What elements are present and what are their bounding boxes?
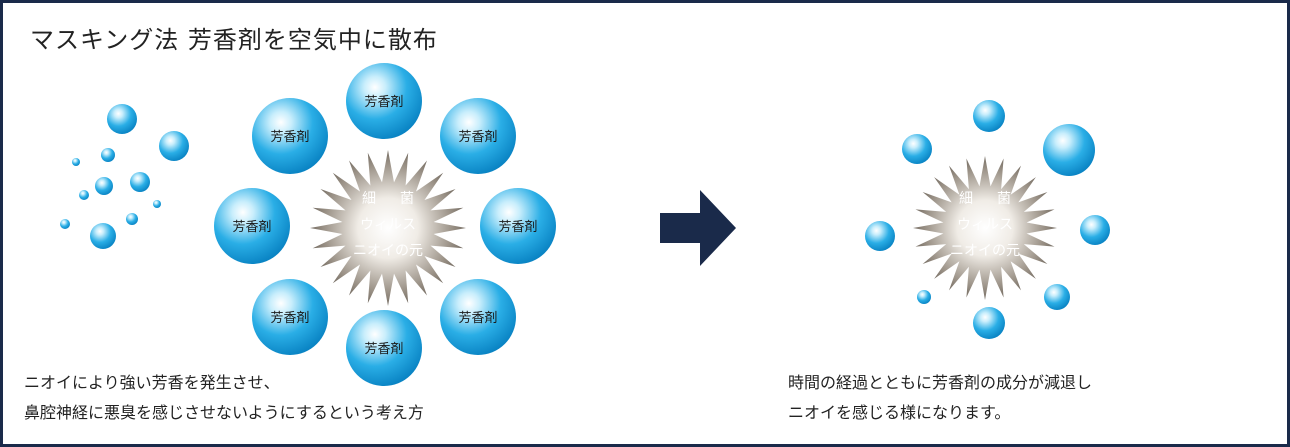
remaining-droplet bbox=[973, 100, 1005, 132]
fragrance-bubble-label: 芳香剤 bbox=[364, 94, 403, 110]
fragrance-bubble-shape bbox=[346, 63, 422, 139]
fragrance-bubble-label: 芳香剤 bbox=[498, 219, 537, 235]
fragrance-bubble-shape bbox=[346, 310, 422, 386]
fragrance-bubble: 芳香剤 bbox=[440, 98, 516, 174]
germ-label-virus: ウィルス bbox=[360, 217, 416, 233]
remaining-droplet bbox=[917, 290, 931, 304]
fragrance-bubble: 芳香剤 bbox=[440, 279, 516, 355]
fragrance-bubble: 芳香剤 bbox=[346, 310, 422, 386]
remaining-droplet bbox=[865, 221, 895, 251]
fragrance-bubble-shape bbox=[480, 188, 556, 264]
spray-droplet bbox=[126, 213, 138, 225]
spray-droplet bbox=[79, 190, 89, 200]
germ-label-odor-source-after: ニオイの元 bbox=[950, 243, 1020, 259]
reduced-fragrance-droplets bbox=[865, 100, 1110, 339]
germ-label-left: 細 菌 ウィルス ニオイの元 bbox=[353, 191, 423, 259]
remaining-droplet bbox=[902, 134, 932, 164]
germ-label-odor-source: ニオイの元 bbox=[353, 243, 423, 259]
fragrance-bubble-shape bbox=[252, 279, 328, 355]
spray-droplet bbox=[130, 172, 150, 192]
caption-after: 時間の経過とともに芳香剤の成分が減退し ニオイを感じる様になります。 bbox=[788, 368, 1092, 428]
remaining-droplet bbox=[973, 307, 1005, 339]
germ-starburst-after bbox=[913, 156, 1057, 300]
spray-droplet bbox=[60, 219, 70, 229]
fragrance-bubble: 芳香剤 bbox=[214, 188, 290, 264]
diagram-title: マスキング法 芳香剤を空気中に散布 bbox=[30, 26, 438, 54]
fragrance-bubble: 芳香剤 bbox=[252, 98, 328, 174]
fragrance-bubble-label: 芳香剤 bbox=[364, 341, 403, 357]
fragrance-bubble: 芳香剤 bbox=[252, 279, 328, 355]
fragrance-bubble-shape bbox=[214, 188, 290, 264]
remaining-droplet bbox=[1080, 215, 1110, 245]
fragrance-bubble-label: 芳香剤 bbox=[270, 129, 309, 145]
fragrance-bubble-label: 芳香剤 bbox=[458, 129, 497, 145]
caption-masking-line-2: 鼻腔神経に悪臭を感じさせないようにするという考え方 bbox=[24, 403, 424, 422]
fragrance-bubble-ring: 芳香剤芳香剤芳香剤芳香剤芳香剤芳香剤芳香剤芳香剤 bbox=[214, 63, 556, 386]
fragrance-bubble-shape bbox=[440, 98, 516, 174]
spray-droplet bbox=[159, 131, 189, 161]
germ-label-right: 細 菌 ウィルス ニオイの元 bbox=[950, 191, 1020, 259]
remaining-droplet bbox=[1043, 124, 1095, 176]
germ-label-virus-after: ウィルス bbox=[957, 217, 1013, 233]
fragrance-bubble: 芳香剤 bbox=[346, 63, 422, 139]
germ-label-bacteria-1: 細 bbox=[362, 191, 376, 207]
caption-after-line-2: ニオイを感じる様になります。 bbox=[788, 403, 1011, 422]
spray-droplet bbox=[95, 177, 113, 195]
right-arrow-icon bbox=[660, 190, 736, 266]
caption-masking: ニオイにより強い芳香を発生させ、 鼻腔神経に悪臭を感じさせないようにするという考… bbox=[24, 368, 424, 428]
remaining-droplet bbox=[1044, 284, 1070, 310]
caption-masking-line-1: ニオイにより強い芳香を発生させ、 bbox=[24, 373, 280, 392]
fragrance-bubble-shape bbox=[252, 98, 328, 174]
spray-droplet bbox=[72, 158, 80, 166]
spray-droplet bbox=[107, 104, 137, 134]
spray-droplet bbox=[153, 200, 161, 208]
caption-after-line-1: 時間の経過とともに芳香剤の成分が減退し bbox=[788, 373, 1093, 392]
fragrance-bubble-label: 芳香剤 bbox=[232, 219, 271, 235]
germ-starburst bbox=[310, 150, 466, 306]
germ-label-bacteria-2-after: 菌 bbox=[997, 191, 1011, 207]
fragrance-bubble-label: 芳香剤 bbox=[270, 310, 309, 326]
fragrance-bubble: 芳香剤 bbox=[480, 188, 556, 264]
fragrance-bubble-label: 芳香剤 bbox=[458, 310, 497, 326]
germ-label-bacteria-1-after: 細 bbox=[959, 191, 973, 207]
spray-droplet bbox=[101, 148, 115, 162]
spray-droplet bbox=[90, 223, 116, 249]
germ-label-bacteria-2: 菌 bbox=[400, 191, 414, 207]
spray-droplets bbox=[60, 104, 189, 249]
fragrance-bubble-shape bbox=[440, 279, 516, 355]
